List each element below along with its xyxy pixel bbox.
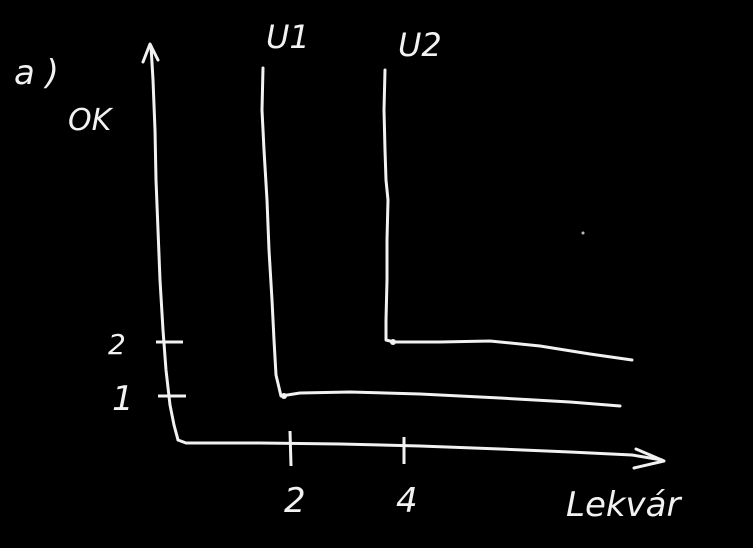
x-tick-label-2: 2 [284,481,306,521]
y-axis-label: OK [68,103,114,138]
y-axis [149,44,180,442]
indifference-curve-u2 [382,68,634,362]
curve-u1-kink-dot [281,393,287,399]
curve-u2-kink-dot [390,339,396,345]
x-tick-label-4: 4 [396,481,418,521]
part-label: a ) [14,53,59,93]
y-tick-label-2: 2 [108,328,126,361]
curve-u2-label: U2 [398,26,442,64]
curve-u1-label: U1 [266,18,310,56]
x-tick-2 [288,430,293,467]
stray-mark [581,231,585,235]
x-axis-label: Lekvár [566,485,683,525]
y-tick-label-1: 1 [112,379,134,419]
x-axis [176,438,664,462]
x-axis-arrowhead [632,447,666,470]
y-axis-arrowhead [141,42,160,64]
indifference-curve-u1 [260,66,622,408]
